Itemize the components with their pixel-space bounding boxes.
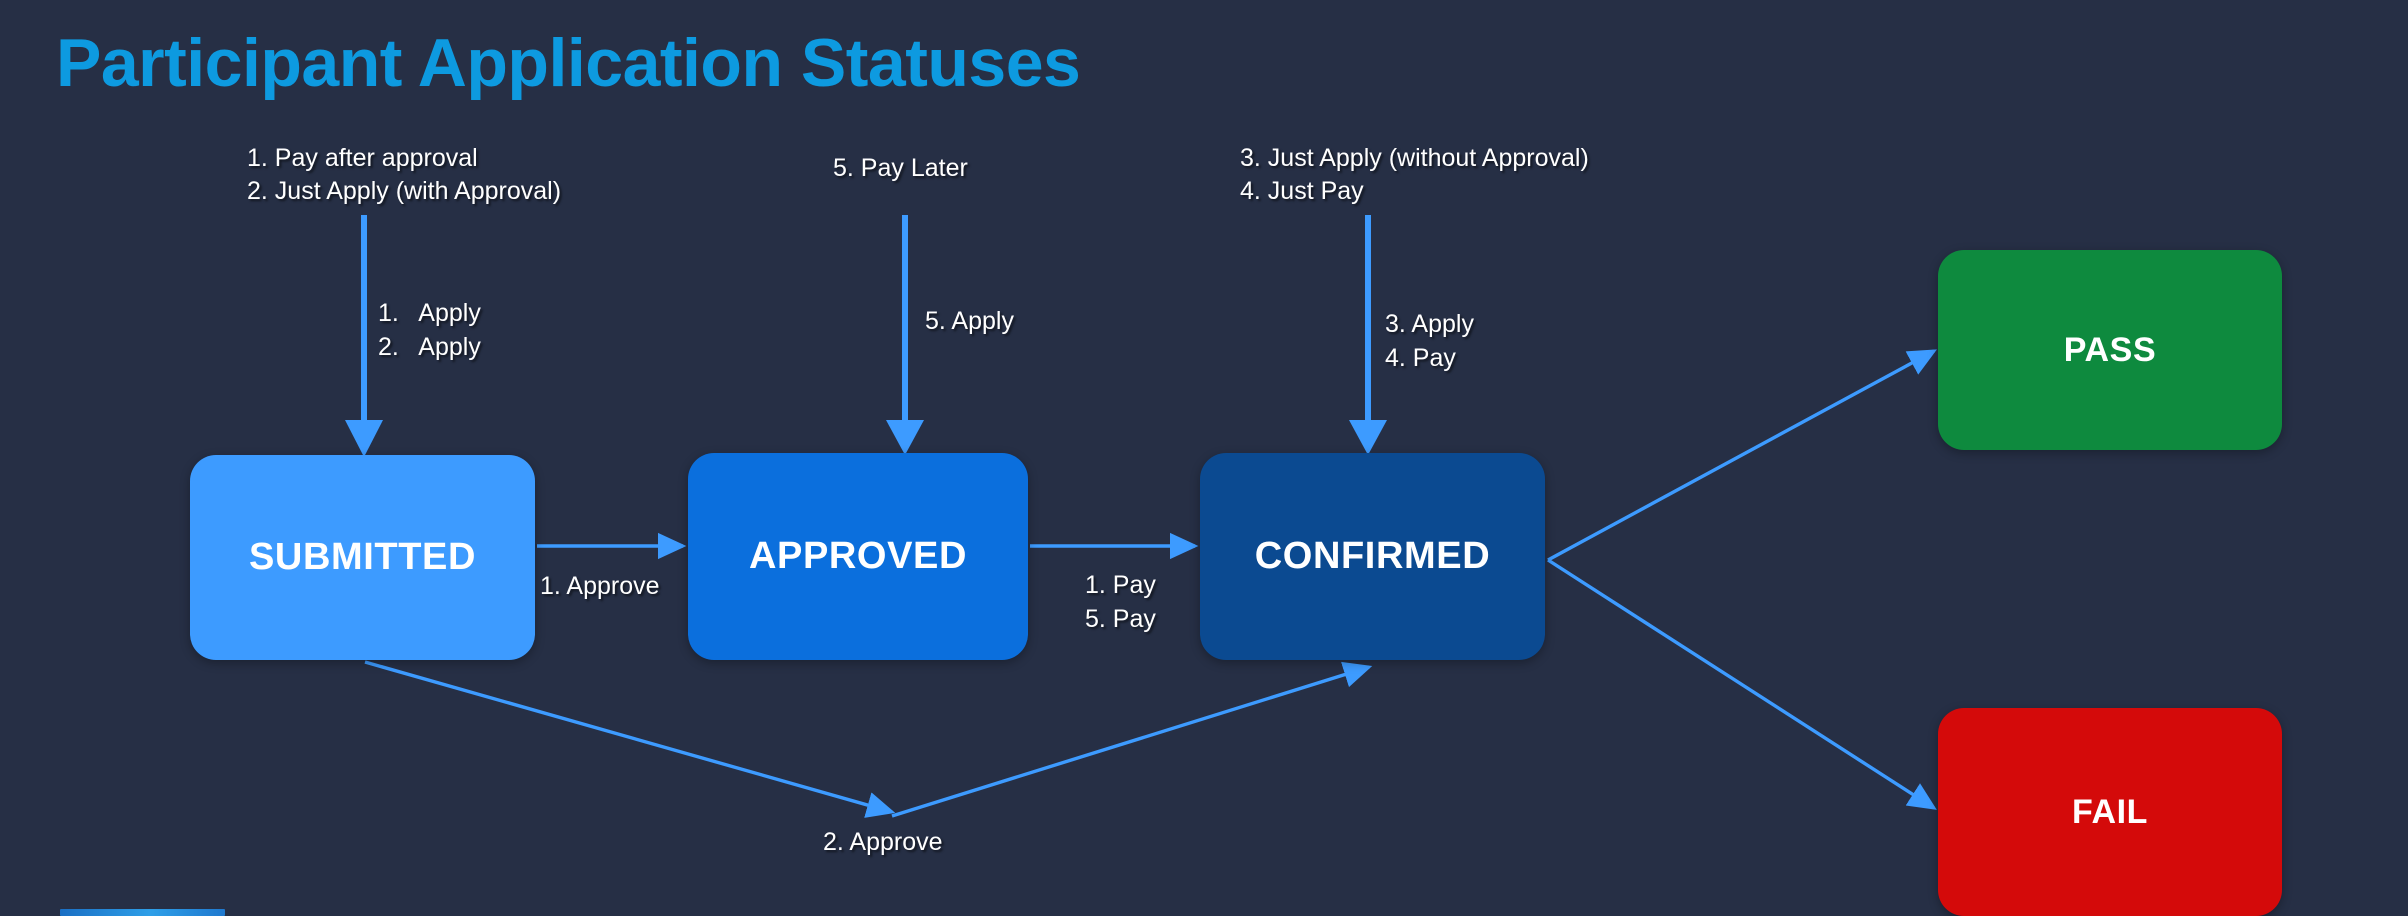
arrow-submitted-to-vertex (364, 660, 896, 818)
node-approved[interactable]: APPROVED (688, 453, 1028, 660)
page-title: Participant Application Statuses (56, 25, 1081, 101)
arrow-entry-approved (886, 215, 924, 455)
arrow-vertex-to-confirmed (891, 661, 1373, 818)
footer-accent-bar (60, 909, 225, 916)
arrow-confirmed-to-fail (1547, 558, 1937, 810)
arrow-entry-confirmed (1349, 215, 1387, 455)
edge-label-submitted-to-approved: 1. Approve (540, 572, 660, 600)
edge-label-into-confirmed: 3. Apply 4. Pay (1385, 310, 1474, 372)
node-confirmed[interactable]: CONFIRMED (1200, 453, 1545, 660)
node-submitted-label: SUBMITTED (248, 536, 477, 578)
edge-label-approved-to-confirmed: 1. Pay 5. Pay (1085, 571, 1156, 633)
node-fail[interactable]: FAIL (1938, 708, 2282, 916)
node-confirmed-label: CONFIRMED (1254, 535, 1491, 577)
arrow-confirmed-to-pass (1547, 349, 1937, 562)
edge-label-into-approved: 5. Apply (925, 307, 1014, 335)
node-pass-label: PASS (2063, 330, 2157, 369)
edge-label-submitted-to-confirmed: 2. Approve (823, 828, 943, 856)
node-submitted[interactable]: SUBMITTED (190, 455, 535, 660)
node-pass[interactable]: PASS (1938, 250, 2282, 450)
note-confirmed-entry: 3. Just Apply (without Approval) 4. Just… (1240, 144, 1589, 205)
edge-label-into-submitted: 1. Apply 2. Apply (378, 299, 481, 361)
node-approved-label: APPROVED (748, 535, 968, 577)
note-submitted-entry: 1. Pay after approval 2. Just Apply (wit… (247, 144, 562, 205)
node-fail-label: FAIL (2071, 792, 2149, 831)
note-approved-entry: 5. Pay Later (833, 154, 968, 182)
